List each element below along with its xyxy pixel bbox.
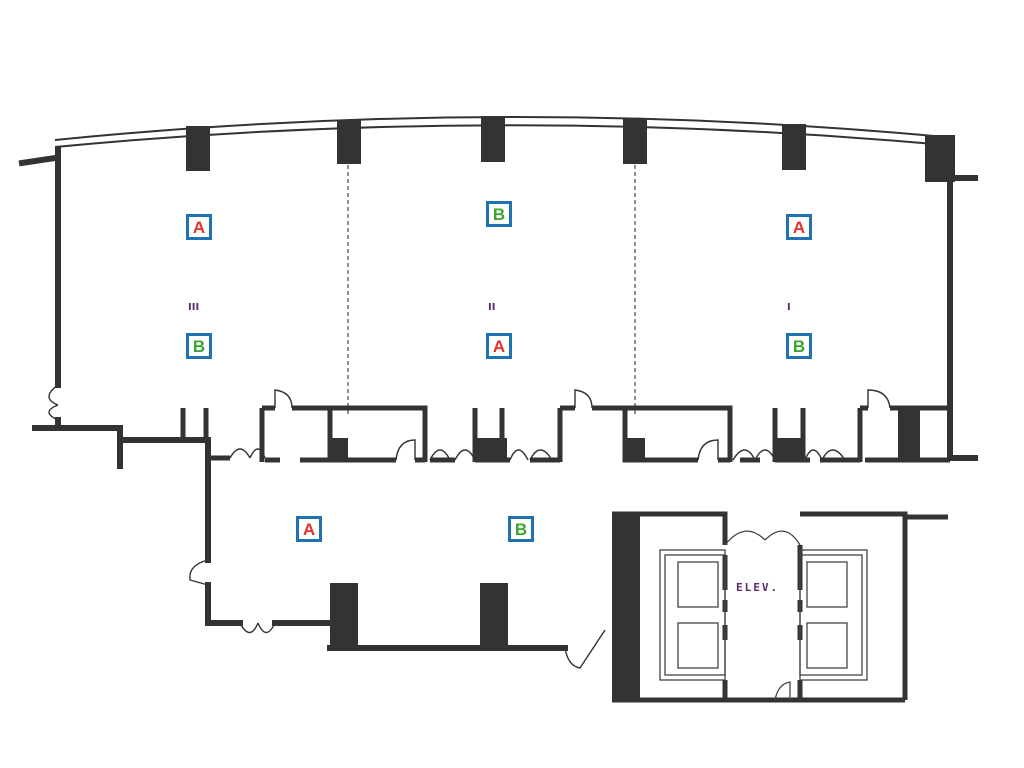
service-walls xyxy=(180,405,950,463)
outer-walls xyxy=(18,137,978,651)
room3-marker-b: B xyxy=(186,333,212,359)
elevator-core xyxy=(612,511,948,703)
elevator-label: ELEV. xyxy=(736,581,780,594)
service-fills xyxy=(330,408,920,462)
lower-marker-a: A xyxy=(296,516,322,542)
room2-marker-b: B xyxy=(486,201,512,227)
columns xyxy=(186,116,955,702)
room1-marker-a: A xyxy=(786,214,812,240)
lower-marker-b: B xyxy=(508,516,534,542)
room-label-i: I xyxy=(787,302,791,313)
room-label-iii: III xyxy=(188,302,200,313)
room2-marker-a: A xyxy=(486,333,512,359)
room-label-ii: II xyxy=(488,302,496,313)
room1-marker-b: B xyxy=(786,333,812,359)
doors xyxy=(48,384,891,669)
room3-marker-a: A xyxy=(186,214,212,240)
